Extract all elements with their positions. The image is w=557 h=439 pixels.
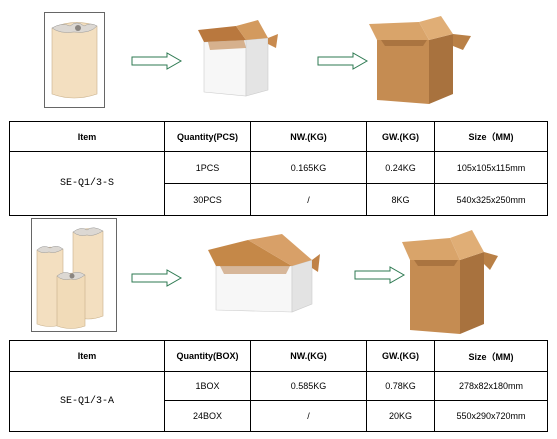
cell-size: 540x325x250mm (434, 183, 548, 216)
cell-nw: / (250, 400, 367, 432)
right-arrow-icon (131, 52, 183, 70)
cell-gw: 0.78KG (366, 371, 435, 401)
header-item: Item (9, 121, 165, 152)
table-header-row: Item Quantity(PCS) NW.(KG) GW.(KG) Size（… (9, 121, 548, 152)
item-code: SE-Q1/3-A (9, 371, 165, 432)
kraft-carton-box-icon (400, 226, 500, 338)
cell-gw: 0.24KG (366, 151, 435, 184)
right-arrow-icon (317, 52, 369, 70)
cell-quantity: 1PCS (164, 151, 251, 184)
header-gw: GW.(KG) (366, 340, 435, 372)
spec-table-single: Item Quantity(PCS) NW.(KG) GW.(KG) Size（… (9, 121, 548, 216)
header-size: Size（MM) (434, 340, 548, 372)
table-header-row: Item Quantity(BOX) NW.(KG) GW.(KG) Size（… (9, 340, 548, 372)
cell-size: 105x105x115mm (434, 151, 548, 184)
cell-quantity: 24BOX (164, 400, 251, 432)
cell-gw: 20KG (366, 400, 435, 432)
header-nw: NW.(KG) (250, 121, 367, 152)
candle-photo-set (31, 218, 117, 332)
cell-size: 278x82x180mm (434, 371, 548, 401)
cell-nw: / (250, 183, 367, 216)
table-row: 24BOX / 20KG 550x290x720mm (10, 400, 548, 432)
cell-nw: 0.165KG (250, 151, 367, 184)
header-nw: NW.(KG) (250, 340, 367, 372)
cell-gw: 8KG (366, 183, 435, 216)
header-size: Size（MM) (434, 121, 548, 152)
spec-table-set: Item Quantity(BOX) NW.(KG) GW.(KG) Size（… (9, 340, 548, 432)
kraft-carton-box-icon (367, 10, 473, 106)
white-box-open-icon (198, 18, 280, 100)
cell-size: 550x290x720mm (434, 400, 548, 432)
table-row: SE-Q1/3-A 1BOX 0.585KG 0.78KG 278x82x180… (9, 371, 548, 432)
white-box-open-icon (208, 232, 320, 316)
header-quantity: Quantity(PCS) (164, 121, 251, 152)
header-item: Item (9, 340, 165, 372)
table-row: SE-Q1/3-S 1PCS 0.165KG 0.24KG 105x105x11… (9, 151, 548, 216)
table-row: 30PCS / 8KG 540x325x250mm (10, 183, 548, 216)
header-quantity: Quantity(BOX) (164, 340, 251, 372)
cell-quantity: 30PCS (164, 183, 251, 216)
item-code: SE-Q1/3-S (9, 151, 165, 216)
candle-photo-single (44, 12, 105, 108)
right-arrow-icon (131, 269, 183, 287)
cell-quantity: 1BOX (164, 371, 251, 401)
right-arrow-icon (354, 266, 406, 284)
cell-nw: 0.585KG (250, 371, 367, 401)
header-gw: GW.(KG) (366, 121, 435, 152)
